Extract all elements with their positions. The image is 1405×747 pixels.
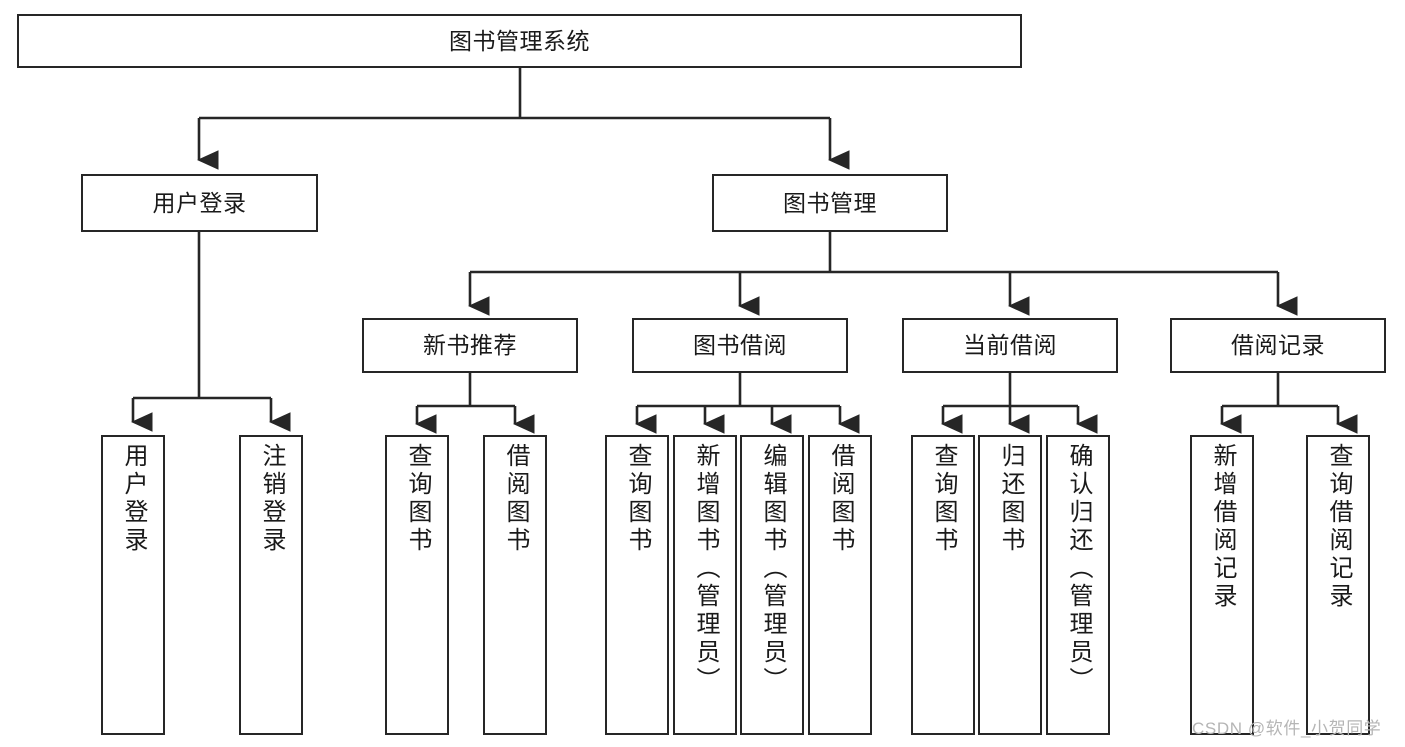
node-label: 查询图书: [404, 443, 431, 555]
node-label: 注销登录: [258, 443, 285, 555]
node-label: 当前借阅: [963, 332, 1057, 359]
node-label: 归还图书: [997, 443, 1024, 555]
leaf-query-books-borrowing[interactable]: 查询图书: [605, 435, 669, 735]
node-user-login[interactable]: 用户登录: [81, 174, 318, 232]
leaf-logout[interactable]: 注销登录: [239, 435, 303, 735]
leaf-query-borrow-record[interactable]: 查询借阅记录: [1306, 435, 1370, 735]
leaf-borrow-books[interactable]: 借阅图书: [808, 435, 872, 735]
node-book-borrowing[interactable]: 图书借阅: [632, 318, 848, 373]
node-label: 新书推荐: [423, 332, 517, 359]
node-label: 查询图书: [930, 443, 957, 555]
leaf-return-books[interactable]: 归还图书: [978, 435, 1042, 735]
node-label: 用户登录: [120, 443, 147, 555]
leaf-edit-book-admin[interactable]: 编辑图书（管理员）: [740, 435, 804, 735]
leaf-borrow-books-recommendation[interactable]: 借阅图书: [483, 435, 547, 735]
node-borrowing-records[interactable]: 借阅记录: [1170, 318, 1386, 373]
node-book-management[interactable]: 图书管理: [712, 174, 948, 232]
leaf-query-books-current[interactable]: 查询图书: [911, 435, 975, 735]
node-root-book-management-system[interactable]: 图书管理系统: [17, 14, 1022, 68]
node-label: 确认归还（管理员）: [1065, 443, 1092, 695]
leaf-add-borrow-record[interactable]: 新增借阅记录: [1190, 435, 1254, 735]
node-label: 新增图书（管理员）: [692, 443, 719, 695]
node-label: 编辑图书（管理员）: [759, 443, 786, 695]
node-label: 借阅图书: [827, 443, 854, 555]
leaf-confirm-return-admin[interactable]: 确认归还（管理员）: [1046, 435, 1110, 735]
node-label: 借阅记录: [1231, 332, 1325, 359]
node-label: 图书借阅: [693, 332, 787, 359]
leaf-add-book-admin[interactable]: 新增图书（管理员）: [673, 435, 737, 735]
node-label: 借阅图书: [502, 443, 529, 555]
node-label: 图书管理: [783, 189, 877, 216]
csdn-watermark: CSDN @软件_小贺同学: [1192, 719, 1382, 738]
node-label: 图书管理系统: [449, 27, 590, 54]
node-label: 用户登录: [152, 189, 247, 216]
node-label: 查询图书: [624, 443, 651, 555]
node-new-book-recommendation[interactable]: 新书推荐: [362, 318, 578, 373]
leaf-query-books-recommendation[interactable]: 查询图书: [385, 435, 449, 735]
node-label: 新增借阅记录: [1209, 443, 1236, 611]
node-current-borrowing[interactable]: 当前借阅: [902, 318, 1118, 373]
leaf-user-login[interactable]: 用户登录: [101, 435, 165, 735]
node-label: 查询借阅记录: [1325, 443, 1352, 611]
